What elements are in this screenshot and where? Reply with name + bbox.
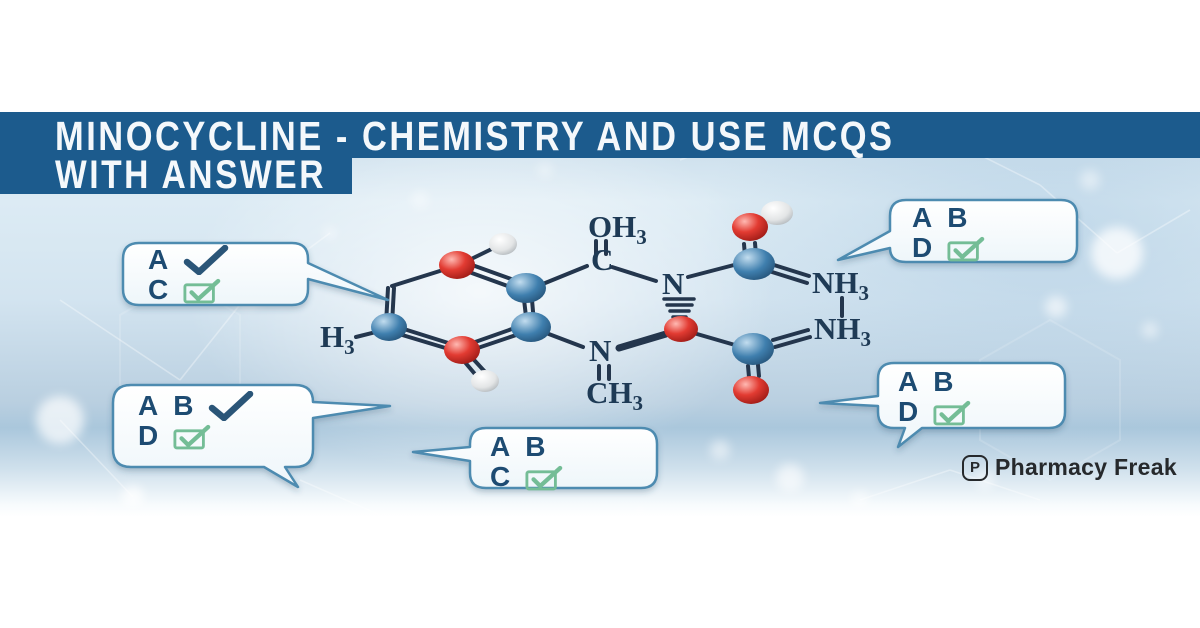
answer-bubble-right: A B D [898, 368, 971, 426]
molecule-labels: H3 OH3 C N NH3 NH3 N CH3 [320, 209, 871, 415]
label-ch3: CH3 [586, 375, 643, 415]
bold-bond [615, 330, 670, 352]
molecule-atoms [371, 201, 793, 404]
atom-carbon [732, 333, 774, 365]
atom-oxygen [732, 213, 768, 241]
molecule-structure: H3 OH3 C N NH3 NH3 N CH3 [320, 201, 871, 415]
atom-oxygen [664, 316, 698, 342]
option-letter: C [490, 461, 511, 492]
option-letter: A [148, 244, 169, 275]
speech-bubble-left [121, 241, 390, 307]
atom-oxygen [439, 251, 475, 279]
answer-row: A B [898, 368, 971, 396]
option-letter: A [898, 366, 919, 397]
answer-bubble-bottom-middle: A B C [490, 433, 563, 491]
option-letter: D [898, 396, 919, 427]
option-letter: A [912, 202, 933, 233]
page-title-line2: WITH ANSWER [55, 153, 326, 197]
speech-bubbles [111, 198, 1079, 490]
checkbox-checked-icon [173, 423, 211, 450]
title-banner-line2-box [0, 158, 352, 194]
option-letter: B [947, 202, 968, 233]
atom-hydrogen [471, 370, 499, 392]
atom-oxygen [733, 376, 769, 404]
option-letter: B [525, 431, 546, 462]
checkbox-checked-icon [933, 399, 971, 426]
option-letter: C [148, 274, 169, 305]
atom-carbon [733, 248, 775, 280]
answer-row: D [912, 234, 985, 262]
atom-hydrogen [761, 201, 793, 225]
check-icon [208, 391, 254, 421]
hashed-wedge-bond [662, 297, 696, 319]
check-icon [183, 245, 229, 275]
label-nh3-bottom: NH3 [814, 311, 871, 351]
option-letter: D [912, 232, 933, 263]
atom-carbon [371, 313, 407, 341]
atom-oxygen [444, 336, 480, 364]
option-letter: D [138, 420, 159, 451]
title-banner [0, 112, 1200, 158]
option-letter: A [138, 390, 159, 421]
label-nh3-top: NH3 [812, 265, 869, 305]
answer-bubble-left: A C [148, 244, 229, 304]
answer-row: A B [138, 390, 254, 421]
speech-bubble-bottom-middle [411, 426, 659, 490]
answer-row: A B [490, 433, 563, 461]
label-n-bottom: N [589, 333, 611, 368]
speech-bubble-top-right [836, 198, 1079, 264]
checkbox-checked-icon [947, 235, 985, 262]
logo-p-icon: P [962, 454, 988, 481]
answer-row: D [138, 422, 254, 450]
answer-bubble-top-right: A B D [912, 204, 985, 262]
option-letter: B [933, 366, 954, 397]
answer-row: C [490, 463, 563, 491]
label-h3: H3 [320, 319, 355, 359]
atom-carbon [506, 273, 546, 303]
label-oh3: OH3 [588, 209, 647, 249]
atom-carbon [511, 312, 551, 342]
option-letter: B [173, 390, 194, 421]
atom-hydrogen [489, 233, 517, 255]
option-letter: A [490, 431, 511, 462]
checkbox-checked-icon [183, 277, 221, 304]
pharmacy-freak-logo: P Pharmacy Freak [962, 454, 1177, 481]
answer-row: D [898, 398, 971, 426]
label-c: C [591, 242, 613, 277]
answer-row: A [148, 244, 229, 275]
answer-row: C [148, 276, 229, 304]
label-n-top: N [662, 266, 684, 301]
answer-row: A B [912, 204, 985, 232]
checkbox-checked-icon [525, 464, 563, 491]
answer-bubble-bottom-left: A B D [138, 390, 254, 450]
logo-text: Pharmacy Freak [995, 454, 1177, 480]
page-title-line1: MINOCYCLINE - CHEMISTRY AND USE MCQS [55, 113, 895, 159]
speech-bubble-bottom-left [111, 383, 392, 489]
